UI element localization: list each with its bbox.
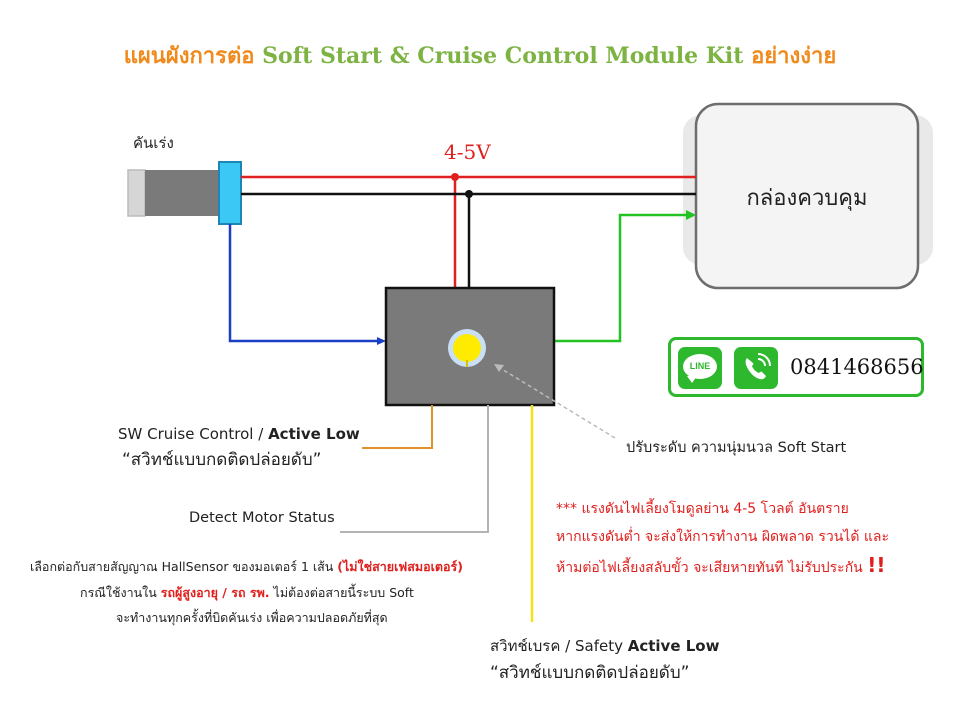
title-part-english: Soft Start & Cruise Control Module Kit <box>262 43 752 69</box>
sw-cruise-label: SW Cruise Control / Active Low <box>118 425 360 443</box>
contact-box: LINE 0841468656 <box>668 337 924 397</box>
line-badge-text: LINE <box>689 361 711 371</box>
pointer-soft-start <box>499 367 616 439</box>
arrow-green <box>686 210 696 220</box>
wire-orange-cruise <box>362 405 433 449</box>
note-line-1: เลือกต่อกับสายสัญญาณ HallSensor ของมอเตอ… <box>30 557 463 577</box>
voltage-label: 4-5V <box>444 140 491 164</box>
soft-start-knob <box>453 334 481 362</box>
junction-red <box>451 173 459 181</box>
diagram-title: แผนผังการต่อ Soft Start & Cruise Control… <box>0 38 960 73</box>
junction-black <box>465 190 473 198</box>
note-line-2-a: กรณีใช้งานใน <box>80 585 161 600</box>
note-line-1-text: เลือกต่อกับสายสัญญาณ HallSensor ของมอเตอ… <box>30 559 338 574</box>
note-line-2-b: รถผู้สูงอายุ / รถ รพ. <box>160 585 270 600</box>
note-line-2-c: ไม่ต้องต่อสายนี้ระบบ Soft <box>269 585 414 600</box>
pointer-arrowhead <box>494 364 504 372</box>
throttle-label: คันเร่ง <box>133 134 174 152</box>
sw-cruise-active: Active Low <box>268 425 360 443</box>
detect-motor-label: Detect Motor Status <box>189 510 335 526</box>
note-line-1-warning: (ไม่ใช่สายเฟสมอเตอร์) <box>337 559 463 574</box>
note-line-3: จะทำงานทุกครั้งที่บิดคันเร่ง เพื่อความปล… <box>116 610 388 625</box>
arrow-blue <box>377 337 386 345</box>
phone-number[interactable]: 0841468656 <box>790 355 924 379</box>
warning-emphasis: !! <box>867 553 886 577</box>
warning-line-1: *** แรงดันไฟเลี้ยงโมดูลย่าน 4-5 โวลต์ อั… <box>556 501 849 517</box>
control-box-label: กล่องควบคุม <box>746 186 868 211</box>
wire-gray-detect <box>340 405 489 533</box>
sw-cruise-quote: “สวิทช์แบบกดติดปล่อยดับ” <box>122 450 322 470</box>
throttle-grip <box>145 170 220 216</box>
warning-line-3: ห้ามต่อไฟเลี้ยงสลับขั้ว จะเสียหายทันที ไ… <box>556 553 885 579</box>
brake-prefix: สวิทช์เบรค / Safety <box>490 637 628 655</box>
throttle-connector <box>218 161 242 225</box>
phone-icon[interactable] <box>734 347 778 389</box>
warning-line-3-text: ห้ามต่อไฟเลี้ยงสลับขั้ว จะเสียหายทันที ไ… <box>556 560 868 576</box>
brake-label: สวิทช์เบรค / Safety Active Low <box>490 634 719 658</box>
throttle-grip-end <box>127 169 146 217</box>
note-line-2: กรณีใช้งานใน รถผู้สูงอายุ / รถ รพ. ไม่ต้… <box>80 583 414 603</box>
title-part-thai: แผนผังการต่อ <box>123 43 263 69</box>
soft-start-adjust-label: ปรับระดับ ความนุ่มนวล Soft Start <box>626 440 847 456</box>
title-part-thai-2: อย่างง่าย <box>751 43 837 69</box>
wire-blue-signal <box>228 224 380 343</box>
brake-active: Active Low <box>627 637 720 655</box>
wire-green-output <box>555 213 688 343</box>
line-app-icon[interactable]: LINE <box>678 347 722 389</box>
brake-quote: “สวิทช์แบบกดติดปล่อยดับ” <box>490 663 690 683</box>
sw-cruise-prefix: SW Cruise Control / <box>118 425 269 443</box>
control-box <box>694 102 920 290</box>
warning-line-2: หากแรงดันต่ำ จะส่งให้การทำงาน ผิดพลาด รว… <box>556 529 890 545</box>
